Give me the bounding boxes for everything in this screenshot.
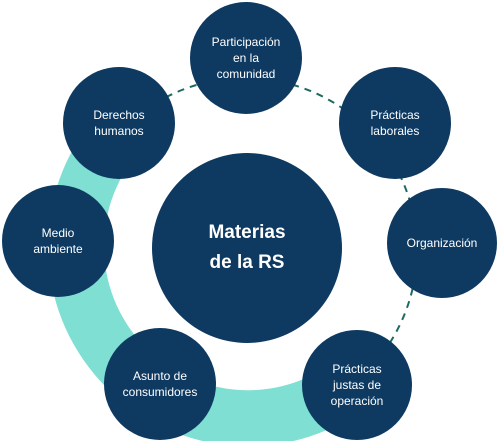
node-practicas-justas-operacion: Prácticas justas de operación	[302, 330, 412, 440]
node-participacion-comunidad: Participación en la comunidad	[190, 2, 302, 114]
node-medio-ambiente: Medio ambiente	[2, 185, 114, 297]
node-asunto-consumidores: Asunto de consumidores	[104, 328, 216, 440]
node-organizacion: Organización	[387, 188, 497, 298]
center-node-materias-rs: Materias de la RS	[152, 153, 342, 343]
node-practicas-laborales: Prácticas laborales	[339, 67, 451, 179]
node-derechos-humanos: Derechos humanos	[63, 67, 175, 179]
